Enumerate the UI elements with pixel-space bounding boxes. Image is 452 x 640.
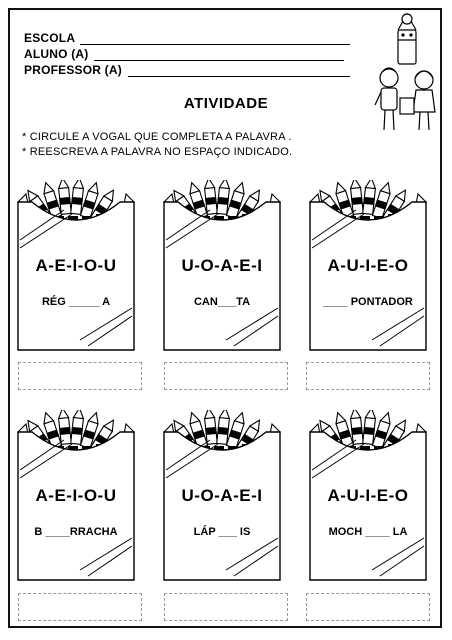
vowel-options[interactable]: U-O-A-E-I — [181, 486, 263, 505]
children-illustration-icon — [374, 12, 436, 131]
incomplete-word: MOCH ____ LA — [328, 526, 408, 538]
teacher-field: PROFESSOR (A) — [24, 63, 350, 77]
instruction-2: * REESCREVA A PALAVRA NO ESPAÇO INDICADO… — [22, 146, 293, 158]
incomplete-word: CAN___TA — [193, 296, 251, 308]
incomplete-word: ____ PONTADOR — [323, 296, 413, 308]
vowel-options[interactable]: A-U-I-E-O — [327, 256, 409, 275]
vowel-options[interactable]: A-E-I-O-U — [35, 256, 117, 275]
answer-box[interactable] — [18, 362, 142, 390]
incomplete-word: B ____RRACHA — [34, 526, 118, 538]
answer-box[interactable] — [18, 593, 142, 621]
vowel-options[interactable]: U-O-A-E-I — [181, 256, 263, 275]
crayon-card: U-O-A-E-I LÁP ___ IS — [160, 410, 284, 582]
answer-box[interactable] — [306, 362, 430, 390]
student-label: ALUNO (A) — [24, 47, 89, 61]
crayon-card: U-O-A-E-I CAN___TA — [160, 180, 284, 352]
crayon-card: A-E-I-O-U B ____RRACHA — [14, 410, 138, 582]
teacher-line[interactable] — [127, 65, 350, 77]
page-border — [8, 8, 442, 628]
vowel-options[interactable]: A-U-I-E-O — [327, 486, 409, 505]
vowel-options[interactable]: A-E-I-O-U — [35, 486, 117, 505]
incomplete-word: LÁP ___ IS — [193, 526, 251, 538]
teacher-label: PROFESSOR (A) — [24, 63, 122, 77]
instruction-1: * CIRCULE A VOGAL QUE COMPLETA A PALAVRA… — [22, 131, 292, 143]
school-field: ESCOLA — [24, 31, 351, 45]
answer-box[interactable] — [164, 593, 288, 621]
school-line[interactable] — [80, 33, 351, 45]
school-label: ESCOLA — [24, 31, 75, 45]
crayon-card: A-U-I-E-O MOCH ____ LA — [306, 410, 430, 582]
student-field: ALUNO (A) — [24, 47, 345, 61]
answer-box[interactable] — [164, 362, 288, 390]
student-line[interactable] — [94, 49, 345, 61]
page-title: ATIVIDADE — [183, 95, 269, 112]
incomplete-word: RÉG _____ A — [41, 296, 111, 308]
crayon-card: A-U-I-E-O ____ PONTADOR — [306, 180, 430, 352]
crayon-card: A-E-I-O-U RÉG _____ A — [14, 180, 138, 352]
answer-box[interactable] — [306, 593, 430, 621]
